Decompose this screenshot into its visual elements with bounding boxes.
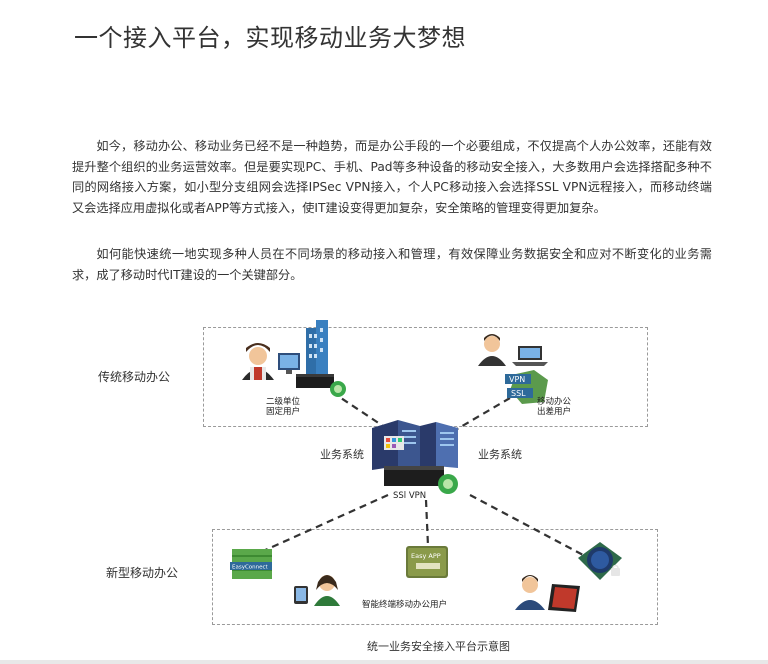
smartphone-icon (294, 586, 308, 604)
mobile-user-icon (478, 334, 506, 366)
easy-app-icon: Easy APP (406, 546, 448, 578)
smart-terminal-label: 智能终端移动办公用户 (362, 600, 448, 610)
ssl-vpn-gateway-icon (384, 466, 458, 494)
new-office-label: 新型移动办公 (106, 566, 179, 580)
link-vpn-to-app (424, 499, 430, 547)
branch-vpn-device-icon (296, 374, 346, 397)
new-office-box (212, 529, 658, 625)
mobile-user-line1: 移动办公 (537, 397, 572, 407)
man-user-icon (515, 575, 545, 610)
traditional-office-label: 传统移动办公 (98, 370, 171, 384)
page-title: 一个接入平台，实现移动业务大梦想 (74, 24, 466, 52)
ssl-text: SSL (511, 389, 526, 398)
second-paragraph: 如何能快速统一地实现多种人员在不同场景的移动接入和管理，有效保障业务数据安全和应… (72, 247, 712, 282)
vpn-ssl-icon: VPN SSL (505, 370, 548, 404)
business-servers-icon (372, 420, 458, 470)
building-icon (306, 320, 328, 376)
diagram-caption: 统一业务安全接入平台示意图 (367, 640, 510, 653)
secure-gateway-badge-icon (578, 542, 622, 580)
tablet-icon (548, 584, 580, 612)
vpn-text: VPN (509, 375, 525, 384)
branch-user-line1: 二级单位 (266, 397, 301, 407)
bottom-divider (0, 660, 768, 664)
desktop-pc-icon (278, 353, 300, 374)
woman-user-icon (314, 575, 340, 606)
branch-user-icon (242, 343, 274, 380)
ssl-vpn-label: SSl VPN (393, 491, 427, 501)
link-mobile-to-vpn (451, 397, 511, 433)
mobile-user-line2: 出差用户 (537, 407, 572, 417)
branch-user-line2: 固定用户 (266, 407, 301, 417)
business-system-right-label: 业务系统 (478, 448, 522, 461)
easyconnect-text: EasyConnect (232, 565, 269, 571)
easy-app-text: Easy APP (411, 552, 441, 560)
easyconnect-icon: EasyConnect (230, 549, 272, 579)
laptop-icon (512, 346, 548, 366)
intro-paragraph: 如今，移动办公、移动业务已经不是一种趋势，而是办公手段的一个必要组成，不仅提高个… (72, 139, 712, 215)
link-vpn-to-pad (469, 494, 586, 557)
business-system-left-label: 业务系统 (320, 448, 364, 461)
link-vpn-to-pc (251, 493, 389, 558)
